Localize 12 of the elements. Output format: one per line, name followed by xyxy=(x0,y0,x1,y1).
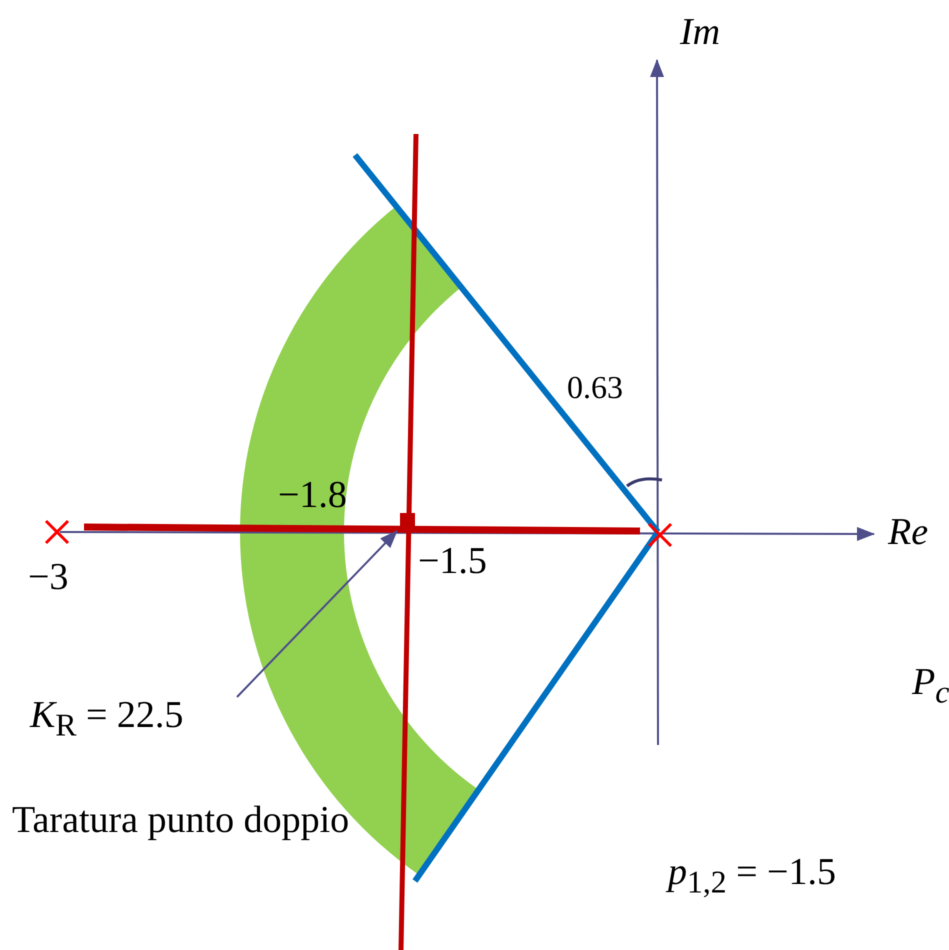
formula-text: P$_{c}$ xyxy=(912,662,949,710)
value-label: −1.5 xyxy=(418,541,487,583)
gain-label: K$_{R}$ = 22.5 xyxy=(30,695,184,744)
axis-label: Im xyxy=(680,12,720,54)
axis-label: Re xyxy=(888,512,928,554)
value-label: −1.8 xyxy=(278,475,347,517)
formula-text: p$_{1,2}$ = −1.5 xyxy=(668,852,836,900)
angle-label: 0.63 xyxy=(567,370,623,406)
leader-line xyxy=(236,530,398,698)
note-text: Taratura punto doppio xyxy=(12,800,350,842)
breakaway-point xyxy=(400,513,415,528)
value-label: −3 xyxy=(28,557,68,599)
